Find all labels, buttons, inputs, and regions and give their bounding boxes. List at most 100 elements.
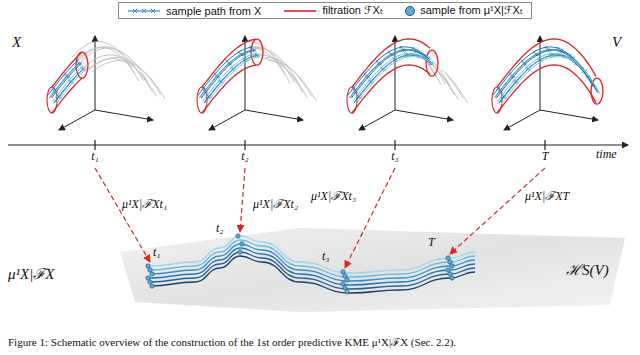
sample-dot [450,276,454,280]
sample-marker [371,81,374,84]
axis [540,36,541,110]
sample-marker [415,50,418,53]
sample-dot [448,260,452,264]
sample-marker [55,90,58,93]
sample-marker [576,63,579,66]
sample-dot [146,264,150,268]
sample-marker [536,53,539,56]
embedding-arrow [450,168,545,254]
sample-marker [564,56,567,59]
sample-marker [431,63,434,66]
sample-marker [253,49,256,52]
sample-dot [146,276,150,280]
sample-marker [67,75,70,78]
sample-marker [504,96,507,99]
tick-label: T [542,150,549,164]
sample-dot [343,286,347,290]
sample-path [356,56,434,104]
axis [209,110,245,130]
variable-label: X [12,34,21,51]
sample-marker [524,63,527,66]
axis [504,110,540,130]
generated-art [47,36,603,294]
point-label: T [428,236,435,250]
legend-sample [127,6,161,16]
sample-dot [450,264,454,268]
sample-marker [367,75,370,78]
sample-dot [446,256,450,260]
axis [540,110,598,120]
legend-item: sample from μ¹X|ℱXₜ [405,4,523,17]
legend: sample path from Xfiltration ℱXₜsample f… [118,2,532,19]
sample-path [495,50,594,98]
sample-path [53,67,83,102]
sample-marker [245,60,248,63]
axis [395,36,396,110]
sample-marker [142,9,146,13]
sample-path [354,55,432,103]
sample-path [56,69,86,104]
sample-marker [379,63,382,66]
filtration-tube [352,65,430,113]
sample-dot [341,270,345,274]
sample-dot [148,280,152,284]
tick-mark [94,140,95,150]
future-path [81,48,148,82]
sample-marker [133,9,137,13]
embedding-arrow [345,168,395,268]
sample-marker [229,63,232,66]
embedding-arrow [240,168,245,232]
sample-dot [150,272,154,276]
sample-marker [209,96,212,99]
sample-marker [500,90,503,93]
arrow-label: μ¹X|ℱXt₂ [252,198,299,212]
sample-path [206,56,260,104]
arrow-label: μ¹X|ℱXT [524,190,570,204]
sample-marker [59,96,62,99]
space-label: μ¹X|ℱX [8,266,54,283]
sample-path [48,60,78,95]
sample-marker [151,9,155,13]
sample-marker [588,76,591,79]
sample-dot [345,290,349,294]
sample-dot [343,274,347,278]
sample-marker [241,53,244,56]
sample-dot [236,234,240,238]
tick-label: t₂ [241,150,249,164]
legend-text: sample path from X [166,5,261,17]
variable-label: V [612,34,621,51]
axis [359,110,395,130]
axis [245,110,303,120]
sample-marker [403,49,406,52]
tick-mark [244,140,245,150]
sample-marker [71,81,74,84]
legend-item: sample path from X [127,5,261,17]
sample-marker [540,60,543,63]
sample-dot [150,284,154,288]
sample-marker [205,90,208,93]
sample-marker [407,55,410,58]
tick-label: t₁ [91,150,99,164]
sample-dot [341,282,345,286]
embedding-arrow [95,168,150,262]
embedded-path [150,256,475,293]
sample-marker [528,69,531,72]
sample-marker [560,50,563,53]
sample-marker [548,49,551,52]
sample-path [355,55,433,103]
point-label: t₂ [216,222,224,236]
sample-marker [383,69,386,72]
sample-marker [79,63,82,66]
sample-dot [446,268,450,272]
sample-dot [148,268,152,272]
sample-path [55,68,85,103]
axis [95,110,153,120]
arrow-label: μ¹X|ℱXt₁ [121,198,168,212]
tube-end [426,50,438,76]
future-path [92,61,165,100]
sample-path [500,55,599,103]
legend-swatch [405,6,415,16]
point-label: t₁ [153,246,161,260]
